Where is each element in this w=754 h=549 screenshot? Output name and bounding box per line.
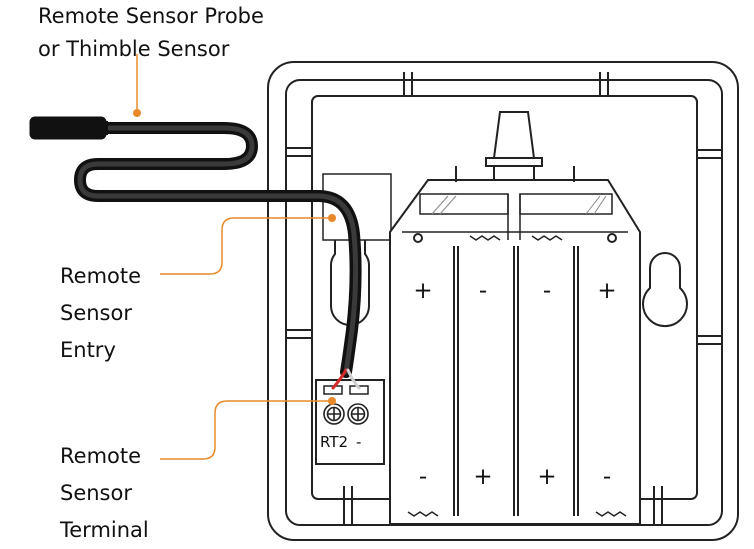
red-wire — [331, 368, 348, 390]
remote-sensor-terminal-block: RT2 - — [315, 379, 385, 465]
entry-label-line3: Entry — [60, 338, 116, 362]
side-clip-right-top — [697, 149, 722, 159]
top-spring-2 — [531, 235, 563, 241]
white-wire — [346, 368, 361, 390]
battery-polarity-top: + - - + — [413, 278, 616, 304]
probe-label-line1: Remote Sensor Probe — [38, 4, 264, 28]
polarity-bottom-4: - — [603, 464, 611, 490]
battery-cell-divider-1 — [453, 246, 459, 516]
side-clip-left-bottom — [286, 329, 312, 339]
bottom-spring-1 — [407, 511, 439, 517]
top-clip-right — [599, 72, 609, 96]
remote-sensor-probe-label: Remote Sensor Probe or Thimble Sensor — [38, 0, 264, 66]
polarity-top-4: + — [597, 278, 616, 304]
top-clip-left — [403, 72, 413, 96]
polarity-top-2: - — [479, 278, 487, 304]
top-spring-1 — [469, 235, 501, 241]
terminal-screw-minus — [347, 403, 369, 425]
polarity-bottom-3: + — [537, 464, 556, 490]
polarity-top-3: - — [543, 278, 551, 304]
entry-label-line2: Sensor — [60, 301, 132, 325]
remote-sensor-entry-label: Remote Sensor Entry — [60, 258, 141, 369]
polarity-bottom-1: - — [419, 464, 427, 490]
battery-cell-divider-2 — [513, 246, 519, 516]
bottom-clip-right — [653, 486, 663, 524]
right-mounting-keyhole — [642, 252, 688, 328]
entry-label-line1: Remote — [60, 264, 142, 288]
terminal-label-rt2: RT2 — [320, 433, 348, 451]
side-clip-left-top — [286, 147, 312, 157]
terminal-screw-rt2 — [323, 403, 345, 425]
terminal-label-line2: Sensor — [60, 481, 132, 505]
terminal-leader-line — [160, 400, 330, 460]
battery-polarity-bottom: - + + - — [419, 464, 611, 490]
terminal-label-line1: Remote — [60, 444, 142, 468]
terminal-label-line3: Terminal — [60, 518, 149, 542]
housing-outer-frame — [267, 61, 739, 541]
side-clip-right-bottom — [697, 335, 722, 345]
remote-sensor-terminal-label: Remote Sensor Terminal — [60, 438, 149, 549]
sensor-probe-tip — [29, 116, 108, 140]
entry-leader-line — [160, 217, 330, 275]
polarity-bottom-2: + — [473, 464, 492, 490]
polarity-top-1: + — [413, 278, 432, 304]
sensor-cable — [74, 122, 362, 390]
leader-lines — [133, 54, 336, 460]
bottom-spring-2 — [595, 511, 627, 517]
bottom-clip-left — [343, 486, 353, 524]
probe-label-line2: or Thimble Sensor — [38, 37, 230, 61]
battery-cell-divider-3 — [573, 246, 579, 516]
battery-compartment — [389, 166, 641, 525]
top-latch — [485, 111, 543, 185]
terminal-label-minus: - — [356, 433, 361, 451]
